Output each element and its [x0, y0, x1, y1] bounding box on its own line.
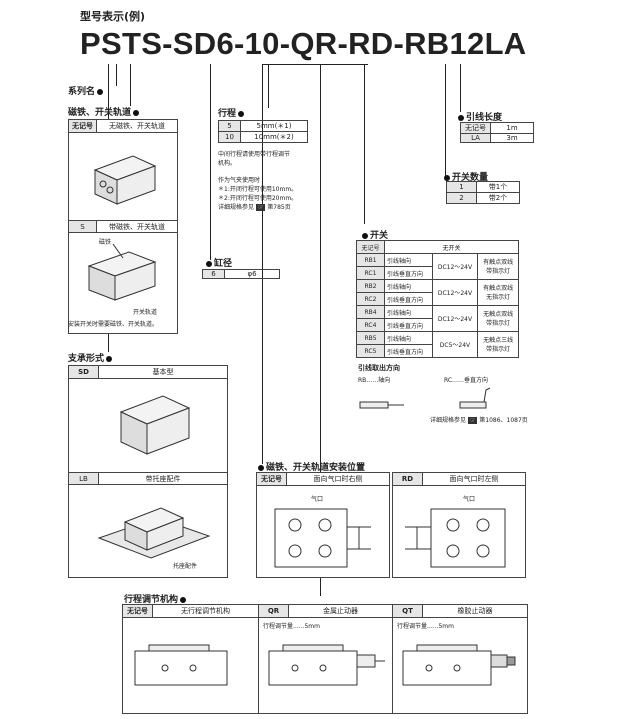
rc-switch-icon	[459, 387, 491, 409]
cylinder-illustration	[93, 155, 157, 205]
magnet-s-label: 带磁铁、开关轨道	[109, 222, 165, 231]
leader-qty	[445, 64, 446, 176]
magnet-note: 安装开关时需要磁铁、开关轨道。	[68, 321, 159, 328]
switch-title: 开关	[362, 228, 388, 241]
support-sd-label: 基本型	[152, 368, 174, 376]
magnet-s-code: S	[69, 221, 97, 232]
model-code: PSTS-SD6-10-QR-RD-RB12LA	[80, 26, 527, 61]
bore-title: 缸径	[206, 256, 232, 269]
leader-adjuster	[320, 64, 321, 596]
bore-code: 6	[202, 269, 225, 279]
magnet-panel: 无记号 无磁铁、开关轨道 S 带磁铁、开关轨道 磁铁 开关轨道	[68, 119, 178, 334]
position-title: 磁铁、开关轨道安装位置	[258, 460, 365, 473]
cylinder-with-magnet-illustration	[87, 244, 157, 301]
adjuster-qr-drawing	[268, 644, 385, 686]
adjuster-none-drawing	[134, 644, 228, 686]
page-title: 型号表示(例)	[80, 10, 146, 23]
support-lb-label: 带托座配件	[145, 474, 181, 483]
leader-series	[116, 64, 117, 86]
leader-bore	[210, 64, 211, 260]
position-right-panel: 无记号面向气口时右侧 气口	[256, 472, 390, 578]
adjuster-qt-drawing	[402, 644, 516, 686]
bracket-type-illustration	[97, 507, 211, 559]
basic-type-illustration	[119, 395, 191, 455]
rb-axial: RB……轴向	[358, 377, 391, 384]
position-right-drawing	[274, 508, 371, 568]
stroke-notes: 中间行程请使用带行程调节机构。 作为气夹使用时＊1:开闭行程可使用10mm。＊2…	[218, 151, 298, 211]
stroke-title: 行程	[218, 106, 245, 119]
leader-magnet	[130, 64, 131, 106]
rail-callout: 开关轨道	[133, 309, 158, 316]
leader-switch	[364, 64, 365, 224]
lead-title: 引线长度	[458, 110, 502, 123]
switch-spec-ref: 详细规格参见 ☞ 第1086、1087页	[430, 417, 528, 424]
magnet-callout: 磁铁	[99, 239, 112, 246]
support-lb-code: LB	[69, 473, 99, 484]
support-title: 支承形式	[68, 351, 113, 364]
leader-stroke	[268, 64, 269, 108]
rb-switch-icon	[359, 401, 404, 409]
magnet-code-header: 无记号	[69, 120, 97, 132]
qty-title: 开关数量	[444, 170, 488, 183]
lead-direction-title: 引线取出方向	[358, 364, 400, 372]
support-panel: SD 基本型 LB 带托座配件 托座配件	[68, 365, 228, 578]
magnet-label-header: 无磁铁、开关轨道	[109, 122, 165, 130]
leader-position	[262, 64, 263, 464]
bore-value: φ6	[224, 269, 280, 279]
series-name-label: 系列名	[68, 84, 104, 97]
bracket-callout: 托座配件	[173, 563, 198, 570]
leader-lead	[460, 64, 461, 112]
magnet-title: 磁铁、开关轨道	[68, 105, 140, 118]
position-left-drawing	[405, 508, 506, 568]
rc-perpendicular: RC……垂直方向	[444, 377, 489, 384]
adjuster-none: 无记号无行程调节机构	[123, 605, 259, 713]
adjuster-title: 行程调节机构	[124, 592, 187, 605]
support-sd-code: SD	[69, 366, 99, 378]
